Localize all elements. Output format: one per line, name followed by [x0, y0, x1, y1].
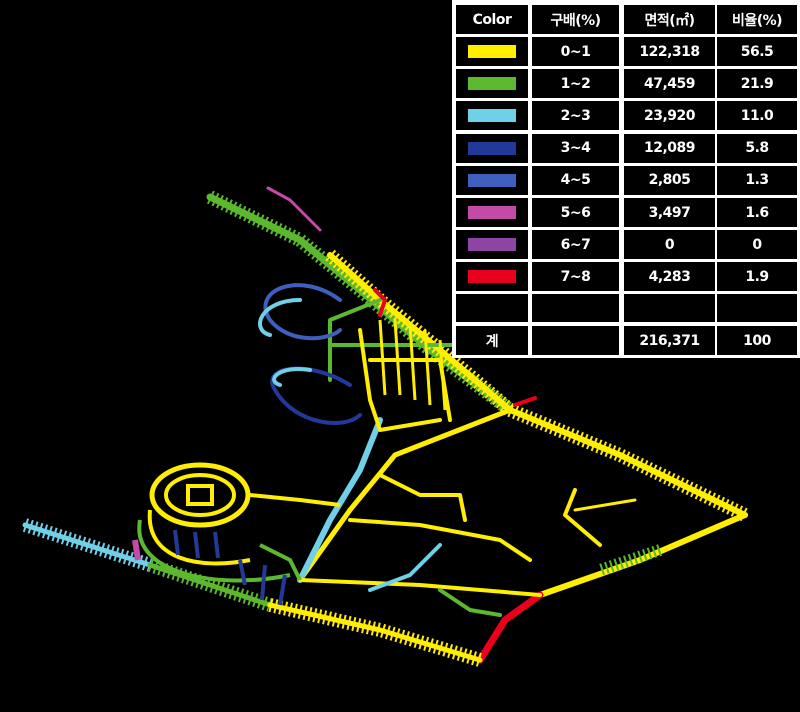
slope-range: 0~1: [532, 37, 619, 66]
road: [563, 488, 602, 547]
area-value: 3,497: [624, 198, 715, 227]
ratio-value: 5.8: [717, 133, 797, 163]
area-value: 0: [624, 230, 715, 260]
parallel-streets: [378, 319, 447, 411]
legend-color-cell: [456, 262, 528, 292]
total-area: 216,371: [624, 326, 715, 355]
total-slope: [532, 326, 619, 355]
legend-color-cell: [456, 69, 528, 99]
color-swatch: [468, 173, 516, 187]
color-swatch: [468, 270, 516, 284]
legend-color-cell: [456, 230, 528, 260]
area-value: 4,283: [624, 262, 715, 292]
slope-range: 3~4: [532, 133, 619, 163]
color-swatch: [468, 109, 516, 123]
ratio-value: 1.3: [717, 165, 797, 195]
road: [368, 543, 442, 592]
legend-color-cell: [456, 165, 528, 195]
total-ratio: 100: [717, 326, 797, 355]
road: [438, 588, 502, 617]
total-label: 계: [456, 326, 528, 355]
ring-district: [132, 462, 341, 606]
road: [358, 328, 442, 432]
slope-range: 7~8: [532, 262, 619, 292]
road-hatch: [598, 544, 662, 576]
road: [258, 298, 302, 337]
road-east: [507, 407, 748, 518]
ratio-value: 1.6: [717, 198, 797, 227]
slope-range: 2~3: [532, 101, 619, 131]
road-south-red: [476, 591, 544, 664]
legend-color-cell: [456, 101, 528, 131]
road: [270, 366, 362, 425]
color-swatch: [468, 45, 516, 58]
road: [373, 288, 387, 317]
header-ratio: 비율(%): [717, 5, 797, 34]
header-color: Color: [456, 5, 528, 34]
blank-cell: [532, 294, 619, 322]
color-swatch: [468, 238, 516, 252]
road: [272, 367, 312, 387]
header-slope: 구배(%): [532, 5, 619, 34]
color-swatch: [468, 206, 516, 219]
area-value: 2,805: [624, 165, 715, 195]
ratio-value: 21.9: [717, 69, 797, 99]
slope-range: 4~5: [532, 165, 619, 195]
road-hatch: [147, 558, 273, 612]
road: [298, 578, 542, 597]
slope-range: 5~6: [532, 198, 619, 227]
road-bottom-green: [147, 562, 273, 608]
road: [328, 298, 382, 382]
color-swatch: [468, 141, 516, 155]
area-value: 23,920: [624, 101, 715, 131]
ratio-value: 0: [717, 230, 797, 260]
blank-cell: [456, 294, 528, 322]
road: [266, 186, 322, 232]
local-roads: [258, 186, 637, 617]
blank-cell: [624, 294, 715, 322]
color-swatch: [468, 77, 516, 91]
ratio-value: 1.9: [717, 262, 797, 292]
road-hatch: [507, 403, 749, 522]
area-value: 12,089: [624, 133, 715, 163]
slope-range: 1~2: [532, 69, 619, 99]
area-value: 47,459: [624, 69, 715, 99]
blank-cell: [717, 294, 797, 322]
area-value: 122,318: [624, 37, 715, 66]
road: [263, 283, 342, 341]
road: [297, 417, 383, 583]
road: [378, 473, 467, 522]
legend-color-cell: [456, 133, 528, 163]
legend-color-cell: [456, 198, 528, 227]
road-hatch: [206, 190, 515, 416]
road-hatch: [22, 518, 153, 572]
road: [348, 518, 532, 562]
slope-range: 6~7: [532, 230, 619, 260]
ratio-value: 56.5: [717, 37, 797, 66]
header-area: 면적(㎡): [624, 5, 715, 34]
road: [513, 396, 537, 407]
road-bottom-yellow: [267, 602, 483, 663]
road: [297, 407, 513, 583]
ratio-value: 11.0: [717, 101, 797, 131]
legend-color-cell: [456, 37, 528, 66]
road: [573, 498, 637, 512]
road-southeast: [537, 512, 748, 598]
